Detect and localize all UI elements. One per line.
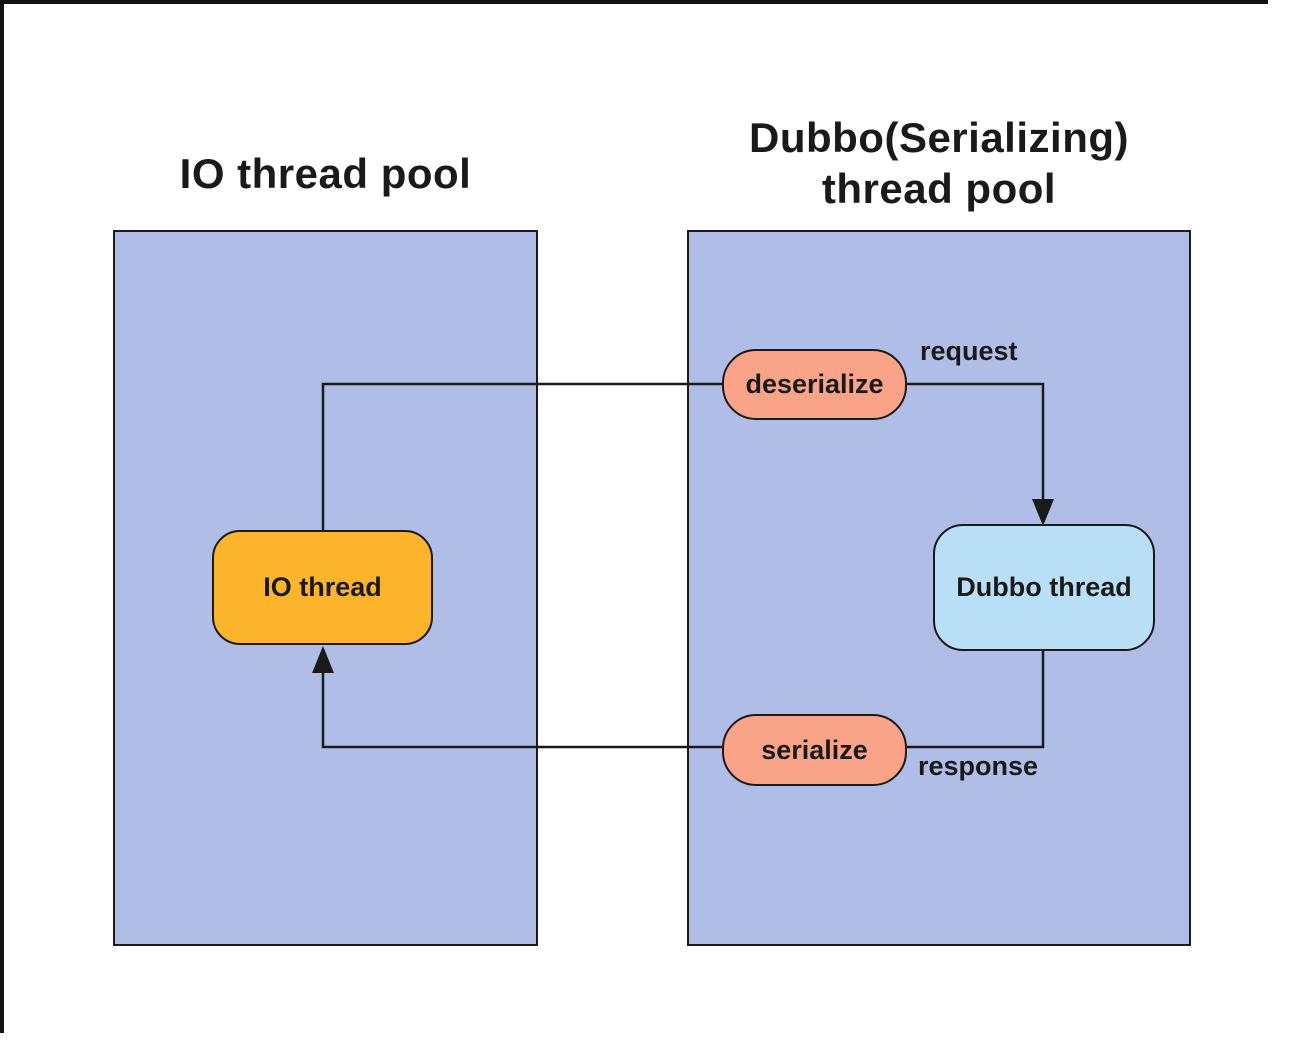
dubbo-thread-label: Dubbo thread — [956, 572, 1132, 602]
serialize-node: serialize — [722, 714, 907, 786]
deserialize-node: deserialize — [722, 349, 907, 420]
dubbo-pool-title-line1: Dubbo(Serializing) — [749, 114, 1129, 161]
dubbo-pool-title-line2: thread pool — [821, 165, 1057, 213]
dubbo-pool-title: Dubbo(Serializing) thread pool — [687, 112, 1191, 214]
dubbo-thread-node: Dubbo thread — [933, 524, 1155, 651]
io-pool-title: IO thread pool — [113, 148, 538, 199]
deserialize-label: deserialize — [745, 369, 884, 399]
request-edge-label: request — [920, 336, 1018, 366]
frame-top-edge — [0, 0, 1268, 4]
io-pool-title-text: IO thread pool — [179, 150, 472, 197]
io-thread-label: IO thread — [263, 572, 382, 602]
response-edge-label: response — [918, 751, 1039, 781]
serialize-label: serialize — [761, 734, 868, 765]
frame-left-edge — [0, 0, 4, 1033]
io-thread-node: IO thread — [212, 530, 433, 645]
